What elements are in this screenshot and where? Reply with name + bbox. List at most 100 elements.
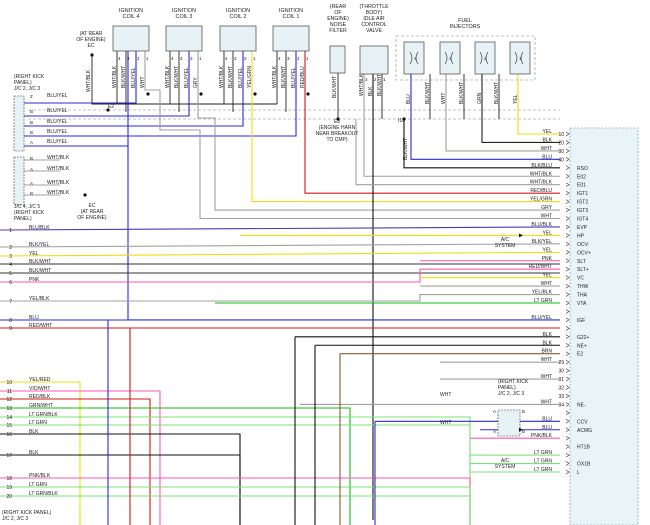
coil-1-label: IGNITION — [279, 8, 303, 14]
ecm-pin-chevron — [565, 292, 570, 297]
coil2-pin-number: 2 — [244, 56, 247, 61]
ecm-pin-chevron — [565, 182, 570, 187]
igt3-wire — [197, 51, 560, 211]
left-wire-label: LT GRN — [29, 482, 47, 488]
ecm-pin-chevron — [565, 258, 570, 263]
ecm-pin-name: EVP — [577, 225, 588, 231]
ecm-pin-number: 30 — [558, 149, 564, 155]
iac-pin-number: 1 — [383, 77, 386, 82]
ecm-pin-wire: LT GRN — [534, 467, 552, 473]
left-wire-label: PNK/BLK — [29, 473, 51, 479]
ecm-pin-wire: WHT — [541, 146, 552, 152]
noise-filter-label: FILTER — [329, 28, 347, 34]
lower-harness-wire — [0, 486, 471, 525]
splice-top-pin: A — [30, 140, 33, 145]
fuel-injectors-label: INJECTORS — [450, 24, 481, 30]
splice-top-pin: B — [30, 130, 33, 135]
kick-panel-top-note: (RIGHT KICK — [14, 74, 45, 80]
ecm-pin-wire: LT GRN — [534, 450, 552, 456]
ecm-pin-name: OCV- — [577, 242, 590, 248]
kick-mid-pin: B — [522, 429, 525, 434]
ac-system-arrow-icon — [519, 233, 523, 238]
splice-e3-note: TO CMP) — [326, 137, 347, 143]
iac-pin-wire: WHT/BLK — [359, 73, 365, 96]
coil1-pin-number: 2 — [297, 56, 300, 61]
injector-pin-number: 3 — [449, 56, 452, 61]
fuel-injector-3 — [439, 41, 461, 75]
coil-pin-dot — [146, 92, 150, 96]
igt1-wire — [304, 51, 560, 194]
splice-mid-pin: B — [30, 156, 33, 161]
ecm-pin-number: 10 — [558, 132, 564, 138]
fuel-injector-1 — [509, 41, 531, 75]
splice-e3-note: E3 — [334, 119, 340, 125]
coil1-pin-wire: BLK/WHT — [281, 66, 287, 88]
lower-harness-wire — [0, 495, 471, 525]
left-wire-number: 7 — [9, 299, 12, 305]
coil3-pin-wire: BLK/WHT — [174, 66, 180, 88]
ecm-pin-wire: PNK/BLK — [531, 433, 553, 439]
ecm-pin-chevron — [565, 224, 570, 230]
left-wire-number: 14 — [6, 415, 12, 421]
blu-yel-wire — [24, 51, 297, 137]
coil-3-label: COIL 3 — [176, 14, 193, 20]
splice-mid-pin: A — [30, 181, 33, 186]
noise-filter-label: NOISE — [330, 22, 347, 28]
tha-wire — [0, 293, 560, 302]
ecm-pin-name: ACMG — [577, 428, 592, 434]
ecm-pin-wire: WHT/BLK — [530, 180, 553, 186]
kick-panel-mid-note: J/C 2, J/C 3 — [498, 391, 524, 397]
ecm-pin-chevron — [565, 275, 570, 280]
left-wire-number: 12 — [6, 397, 12, 403]
fuel-injectors-label: FUEL — [458, 18, 472, 24]
noise-filter-wire: BLK/WHT — [332, 76, 338, 98]
ecm-pin-chevron — [565, 410, 570, 416]
coil-2-label: IGNITION — [226, 8, 250, 14]
ecm-pin-chevron — [565, 317, 570, 323]
splice-mid-pin: A — [30, 167, 33, 172]
ecm-pin-chevron — [565, 157, 570, 162]
left-wire-label: BLU — [29, 315, 39, 321]
ecm-pin-chevron — [565, 266, 570, 272]
coil-pin-dot — [306, 92, 310, 96]
ecm-pin-name: VC — [577, 276, 584, 282]
left-wire-label: LT GRN — [29, 420, 47, 426]
iac-valve-label: IDLE AIR — [363, 16, 385, 22]
left-wire-number: 1 — [9, 228, 12, 234]
splice-top-pin: Z — [30, 94, 33, 99]
left-wire-label: LT GRN/BLK — [29, 412, 58, 418]
lower-harness-wire — [0, 390, 161, 525]
splice-top-wire: BLU/YEL — [47, 108, 68, 114]
injector-coil-icon — [409, 51, 419, 65]
noise-filter-label: OF — [334, 10, 341, 16]
ecm-pin-chevron — [565, 190, 570, 196]
blu-yel-wire — [24, 51, 137, 104]
igf-wire — [127, 146, 560, 321]
ecm-pin-number: 32 — [558, 386, 564, 392]
rso-wire — [403, 119, 560, 169]
iac-pin-wire: BLK/WHT — [377, 74, 383, 96]
coil4-pin-number: 1 — [146, 56, 149, 61]
splice-mid-wire: WHT/BLK — [47, 180, 70, 186]
ecm-pin-chevron — [565, 250, 570, 255]
ecm-pin-name: THA — [577, 293, 588, 299]
component-layer — [13, 25, 536, 437]
injector-pin-wire: BLU — [406, 94, 412, 104]
coil3-pin-number: 2 — [190, 56, 193, 61]
splice-top-pin: B — [30, 120, 33, 125]
ac-system-arrow-icon — [519, 427, 523, 432]
ecm-pin-name: NE+ — [577, 343, 587, 349]
ecm-pin-chevron — [565, 233, 570, 238]
ecm-pin-wire: WHT — [541, 357, 552, 363]
left-wire-label: PNK — [29, 277, 40, 283]
coil4-pin-wire: BLU/YEL — [131, 67, 137, 88]
left-wire-label: YEL — [29, 251, 39, 257]
ecm-pin-name: SLT+ — [577, 267, 589, 273]
kick-mid-pin: B — [522, 409, 525, 414]
ecm-pin-name: E02 — [577, 174, 586, 180]
ecm-pin-chevron — [565, 359, 570, 365]
coil-4-label: IGNITION — [119, 8, 143, 14]
coil2-pin-number: 4 — [225, 56, 228, 61]
ecm-pin-chevron — [565, 402, 570, 407]
